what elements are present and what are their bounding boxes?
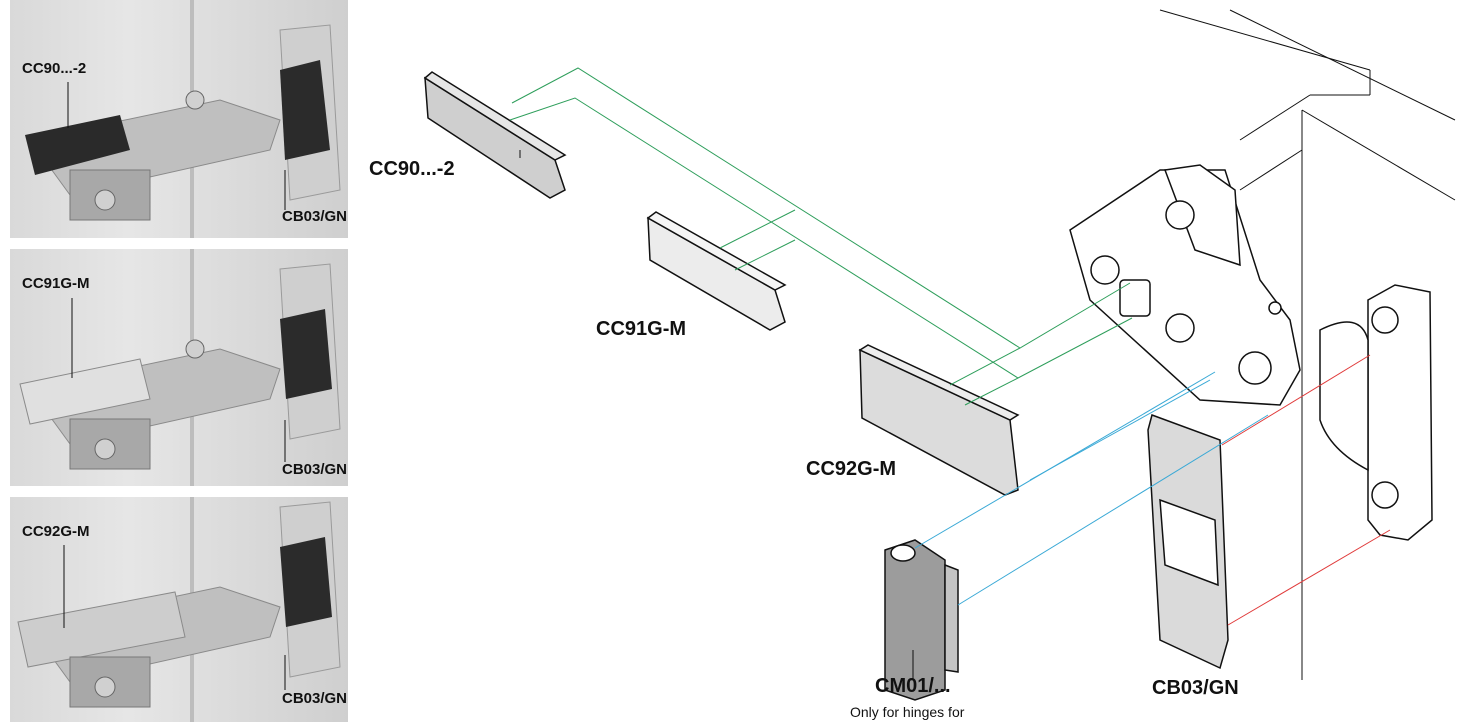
green-assembly-lines — [509, 67, 1133, 406]
photo-1-side-label: CB03/GN — [282, 208, 348, 225]
hinge-photo-2: CC91G-M CB03/GN — [10, 249, 348, 486]
photo-1-cover-label: CC90...-2 — [22, 60, 87, 77]
photo-3-cover-label: CC92G-M — [22, 523, 90, 540]
cc91-label: CC91G-M — [596, 318, 687, 340]
red-assembly-lines — [1221, 354, 1391, 626]
photo-2-cover-label: CC91G-M — [22, 275, 90, 292]
hinge-body — [1069, 164, 1301, 406]
cc92-label: CC92G-M — [806, 458, 897, 480]
cm01-part — [884, 539, 959, 701]
cb03-part — [1147, 414, 1229, 670]
cc90-label: CC90...-2 — [369, 158, 455, 180]
cm01-note: Only for hinges for — [850, 704, 965, 720]
hinge-photo-3: CC92G-M CB03/GN — [10, 497, 348, 722]
photo-2-side-label: CB03/GN — [282, 461, 348, 478]
hinge-photo-1: CC90...-2 CB03/GN — [10, 0, 348, 238]
blue-assembly-lines — [914, 371, 1269, 606]
cm01-label: CM01/... — [875, 675, 951, 697]
hinge-photo-3-illustration — [17, 497, 341, 722]
cc90-cover — [423, 71, 567, 199]
hinge-photo-2-illustration — [19, 249, 341, 486]
cc91-cover — [646, 211, 787, 331]
cc92-cover — [858, 344, 1020, 496]
photo-3-side-label: CB03/GN — [282, 690, 348, 707]
cb03-label: CB03/GN — [1152, 677, 1239, 699]
hinge-photo-1-illustration — [25, 0, 341, 238]
mounting-plate — [1319, 284, 1433, 541]
cabinet-outline — [1159, 9, 1456, 680]
